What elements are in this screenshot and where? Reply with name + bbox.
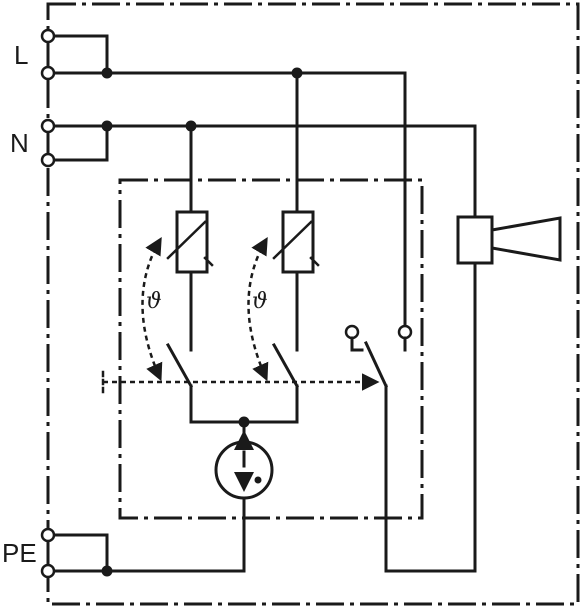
terminal-n2: [40, 152, 56, 168]
changeover-contact: [344, 71, 477, 573]
mechanical-linkage: [101, 370, 380, 398]
thermostat-block-frame: [118, 178, 424, 520]
horn-icon: [490, 216, 562, 262]
switch-contact-3: [364, 341, 388, 388]
signal-lamp: [214, 430, 274, 500]
terminal-label-pe: PE: [2, 538, 37, 568]
horn-body: [456, 215, 494, 265]
terminal-pe2: [40, 563, 56, 579]
thermostat-2: ϑ: [247, 71, 320, 424]
switch-contact-2: [271, 342, 300, 389]
n-terminal-group: [40, 118, 477, 168]
pe-terminal-group: [40, 490, 246, 579]
contact-terminal-no: [344, 324, 360, 340]
horn-device: [456, 124, 562, 265]
thermostat-1: ϑ: [141, 124, 214, 424]
terminal-label-l: L: [14, 40, 28, 70]
terminal-l1: [40, 28, 56, 44]
terminal-pe1: [40, 527, 56, 543]
theta-symbol-2: ϑ: [252, 289, 268, 314]
housing-frame: [46, 2, 580, 606]
switch-contact-1: [165, 342, 194, 389]
thermal-resistor-2: [281, 210, 315, 274]
terminal-l2: [40, 65, 56, 81]
thermal-resistor-1: [175, 210, 209, 274]
terminal-n1: [40, 118, 56, 134]
adjust-arc-2: [247, 236, 269, 382]
l-terminal-group: [40, 28, 407, 81]
contact-terminal-nc: [397, 324, 413, 340]
theta-symbol-1: ϑ: [146, 289, 162, 314]
adjust-arc-1: [141, 236, 163, 382]
terminal-label-n: N: [10, 128, 29, 158]
